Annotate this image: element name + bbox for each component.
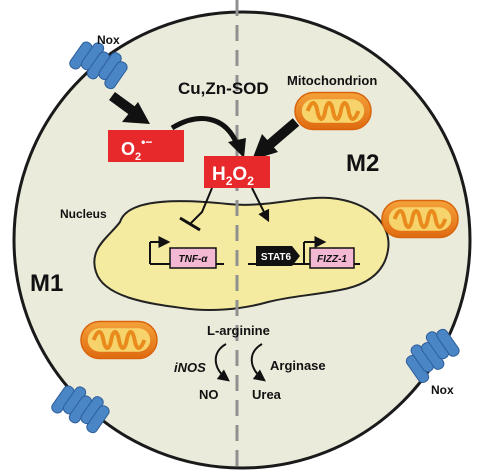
arrow-nox-to-superoxide <box>109 91 137 117</box>
stat6-label: STAT6 <box>261 252 292 263</box>
arrowhead-nox <box>122 102 150 124</box>
arginase-arrow <box>250 343 266 382</box>
mitochondrion-right <box>381 199 459 239</box>
m1-label: M1 <box>30 270 63 297</box>
arrow-sod <box>170 116 239 144</box>
superoxide-label: O2•− <box>121 135 152 163</box>
nucleus-label: Nucleus <box>60 207 107 221</box>
inhibition-line <box>189 187 213 225</box>
superoxide-box <box>108 130 184 162</box>
inos-arrow <box>214 343 230 382</box>
tnf-gene-box <box>169 247 217 269</box>
mitochondrion-left <box>80 320 158 360</box>
h2o2-box <box>204 156 270 188</box>
nox-top-label: Nox <box>97 33 120 47</box>
m2-label: M2 <box>346 150 379 177</box>
activation-arrow <box>251 187 270 223</box>
inhibition-bar <box>179 216 201 232</box>
l-arginine-label: L-arginine <box>207 323 270 338</box>
arginase-label: Arginase <box>270 358 326 373</box>
arrow-mito-to-h2o2 <box>264 118 300 150</box>
tnf-gene-label: TNF-α <box>179 254 209 265</box>
fizz1-gene-box <box>309 247 355 269</box>
urea-label: Urea <box>252 387 282 402</box>
no-label: NO <box>199 387 219 402</box>
sod-label: Cu,Zn-SOD <box>178 79 269 98</box>
nucleus-shape <box>93 196 390 311</box>
inos-label: iNOS <box>174 360 206 375</box>
arrowhead-sod <box>228 138 246 158</box>
mitochondrion-label: Mitochondrion <box>287 73 377 88</box>
fizz1-gene-label: FIZZ-1 <box>317 254 347 265</box>
arrowhead-mito <box>252 134 278 160</box>
h2o2-label: H2O2 <box>212 164 254 188</box>
stat6-shape <box>256 246 300 266</box>
nox-bottom-label: Nox <box>431 383 454 397</box>
mitochondrion-top <box>294 91 372 131</box>
